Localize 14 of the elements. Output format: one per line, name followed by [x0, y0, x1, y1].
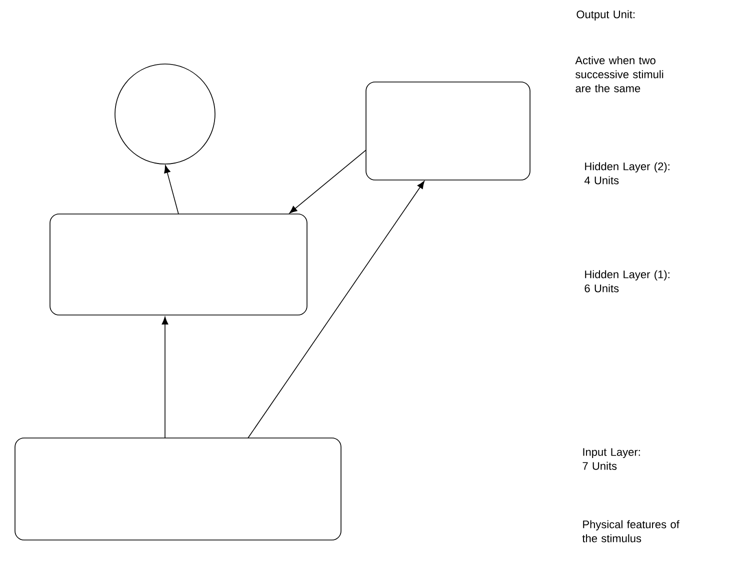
arrow [289, 150, 366, 214]
layer-box [366, 82, 530, 180]
layer-box [50, 214, 308, 316]
layer-box [14, 438, 342, 540]
arrow [162, 316, 168, 438]
layer-note: Active when two successive stimuli are the same [575, 56, 664, 92]
layer-note: Output Unit: [576, 10, 634, 20]
layer-note: Input Layer: 7 Units [582, 448, 640, 470]
arrow [164, 165, 179, 214]
layer-note: Hidden Layer (1): 6 Units [584, 270, 670, 292]
circle-node [114, 64, 216, 164]
layer-note: Hidden Layer (2): 4 Units [584, 162, 670, 184]
layer-note: Physical features of the stimulus [582, 520, 680, 542]
arrow [248, 180, 424, 438]
